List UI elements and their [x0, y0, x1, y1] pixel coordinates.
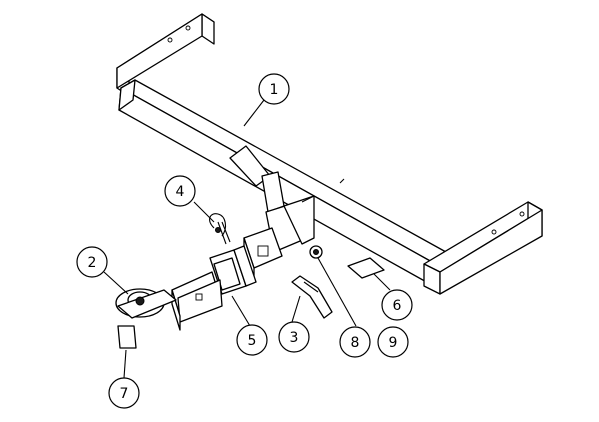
callout-3: 3 [278, 321, 310, 353]
part-6-plate [347, 257, 385, 279]
callout-1: 1 [258, 73, 290, 105]
callout-7: 7 [108, 377, 140, 409]
receiver-housing [243, 195, 315, 283]
callout-4: 4 [164, 175, 196, 207]
svg-text:9: 9 [389, 335, 398, 351]
svg-text:7: 7 [120, 386, 129, 402]
callout-6: 6 [381, 289, 413, 321]
callout-5: 5 [236, 324, 268, 356]
svg-text:4: 4 [176, 184, 185, 200]
svg-text:6: 6 [393, 298, 402, 314]
part-1-cross-beam [116, 13, 543, 295]
svg-text:8: 8 [351, 335, 360, 351]
callout-2: 2 [76, 246, 108, 278]
leader-lines [103, 99, 391, 379]
svg-text:2: 2 [88, 255, 97, 271]
callout-8: 8 [339, 326, 371, 358]
svg-text:3: 3 [290, 330, 299, 346]
part-2-ball-mount [115, 271, 223, 331]
part-4-clip-pin [209, 213, 231, 245]
part-7-tag [117, 325, 137, 349]
svg-text:1: 1 [270, 82, 279, 98]
svg-text:5: 5 [248, 333, 257, 349]
part-3-bent-pin [291, 275, 333, 319]
part-8-nut [309, 245, 323, 259]
callout-9: 9 [377, 326, 409, 358]
